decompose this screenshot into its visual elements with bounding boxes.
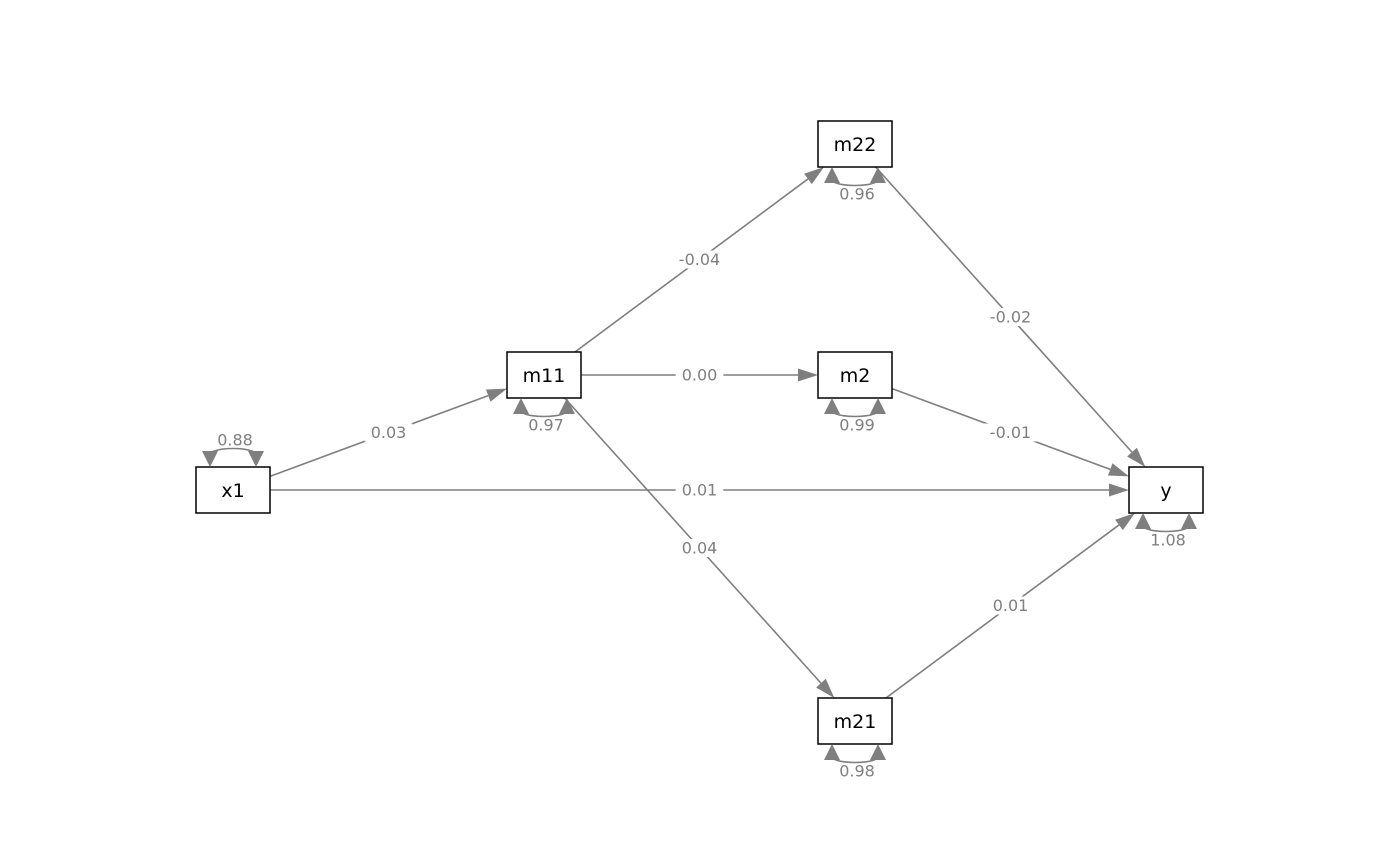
path-coefficient: 0.01 <box>993 596 1029 615</box>
arrowhead <box>804 167 825 185</box>
path-m11-to-m2: 0.00 <box>581 366 818 385</box>
arrowhead <box>1127 447 1146 467</box>
path-x1-to-y: 0.01 <box>270 481 1129 500</box>
variance-arrowhead <box>559 398 575 414</box>
path-m21-to-y: 0.01 <box>885 513 1136 699</box>
path-coefficient-background <box>675 539 724 557</box>
arrowhead <box>1107 463 1129 477</box>
path-coefficient: 0.03 <box>371 423 407 442</box>
arrowhead <box>798 368 818 382</box>
path-coefficient: 0.00 <box>682 366 718 385</box>
node-box <box>817 697 893 745</box>
variance-arrowhead <box>513 398 529 414</box>
variance-value: 0.96 <box>839 185 875 204</box>
path-coefficient-background <box>675 366 724 384</box>
variance-y: 1.08 <box>1135 513 1197 550</box>
node-x1: x1 <box>195 466 271 514</box>
variance-arrowhead <box>824 398 840 414</box>
variance-arrowhead <box>824 744 840 760</box>
node-box <box>817 351 893 399</box>
node-box <box>195 466 271 514</box>
arrowhead <box>816 678 835 698</box>
arrowhead <box>1109 483 1129 497</box>
path-coefficient: 0.01 <box>682 481 718 500</box>
node-m2: m2 <box>817 351 893 399</box>
path-x1-to-m11: 0.03 <box>269 388 507 478</box>
variance-value: 0.88 <box>217 431 253 450</box>
arrowhead <box>485 388 507 402</box>
nodes-layer: x1 m11 m22 m2 m21 y <box>195 120 1204 745</box>
path-coefficient: 0.04 <box>682 539 718 558</box>
variance-value: 0.98 <box>839 762 875 781</box>
node-label: x1 <box>221 480 244 502</box>
node-label: m2 <box>840 365 871 387</box>
variance-arrowhead <box>824 167 840 183</box>
node-box <box>817 120 893 168</box>
path-coefficient: -0.04 <box>679 250 720 269</box>
variance-value: 0.97 <box>528 416 564 435</box>
node-box <box>506 351 582 399</box>
paths-layer: 0.03 0.01 -0.04 0.00 0.04 -0.02 -0.01 0.01 <box>269 166 1146 699</box>
path-coefficient-background <box>675 481 724 499</box>
variance-x1: 0.88 <box>202 431 264 467</box>
variance-arrowhead <box>870 167 886 183</box>
path-coefficient: -0.01 <box>990 423 1031 442</box>
variance-value: 0.99 <box>839 416 875 435</box>
node-label: m21 <box>834 711 877 733</box>
node-y: y <box>1128 466 1204 514</box>
node-label: m22 <box>834 134 877 156</box>
path-m22-to-y: -0.02 <box>875 166 1146 467</box>
variance-m2: 0.99 <box>824 398 886 435</box>
path-coefficient-background <box>981 423 1040 442</box>
node-m21: m21 <box>817 697 893 745</box>
variance-m22: 0.96 <box>824 167 886 204</box>
path-coefficient-background <box>981 308 1040 326</box>
variance-m11: 0.97 <box>513 398 575 435</box>
variance-arrowhead <box>1135 513 1151 529</box>
path-coefficient: -0.02 <box>990 308 1031 327</box>
variance-m21: 0.98 <box>824 744 886 781</box>
variance-arrowhead <box>870 744 886 760</box>
variance-arrowhead <box>1181 513 1197 529</box>
variance-arrowhead <box>202 451 218 467</box>
path-coefficient-background <box>670 250 729 269</box>
path-m11-to-m22: -0.04 <box>574 167 825 353</box>
variances-layer: 0.88 0.97 0.96 0.99 0.98 1.08 <box>202 167 1197 781</box>
variance-arrowhead <box>870 398 886 414</box>
node-m11: m11 <box>506 351 582 399</box>
path-m11-to-m21: 0.04 <box>564 397 835 698</box>
path-coefficient-background <box>364 423 413 442</box>
path-m2-to-y: -0.01 <box>891 387 1129 477</box>
path-coefficient-background <box>986 596 1035 615</box>
variance-value: 1.08 <box>1150 531 1186 550</box>
node-label: y <box>1160 480 1171 502</box>
arrowhead <box>1115 513 1136 531</box>
node-m22: m22 <box>817 120 893 168</box>
variance-arrowhead <box>248 451 264 467</box>
node-box <box>1128 466 1204 514</box>
node-label: m11 <box>523 365 566 387</box>
